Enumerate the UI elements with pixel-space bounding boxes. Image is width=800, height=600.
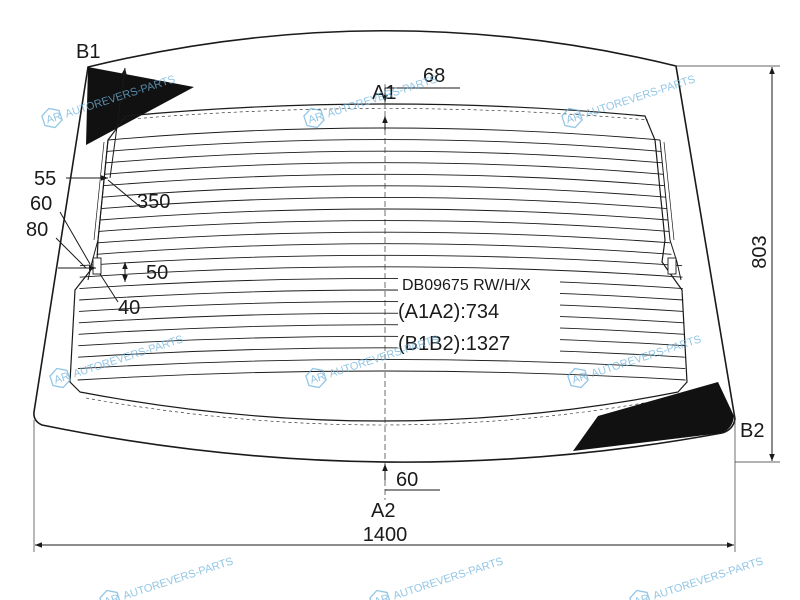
watermark-text: AUTOREVERS-PARTS: [652, 555, 765, 600]
point-a2: A2: [371, 500, 395, 522]
busbar-right: [659, 139, 682, 281]
watermark-badge: [369, 589, 391, 600]
heater-line: [105, 150, 663, 164]
dim-side-60: 60: [30, 193, 52, 215]
part-code: DB09675 RW/H/X: [402, 277, 531, 294]
part-a1a2: (A1A2):734: [398, 301, 499, 323]
heater-line: [78, 324, 685, 335]
watermark-text: AUTOREVERS-PARTS: [122, 555, 235, 600]
busbar-left: [87, 139, 109, 281]
watermark-badge-text: AR: [45, 110, 63, 126]
heater-line: [98, 220, 670, 232]
watermark-badge-text: AR: [53, 370, 71, 386]
watermark-badge: [41, 107, 63, 129]
watermark-badge: [567, 367, 589, 389]
frit-corner-top-left: [86, 67, 194, 145]
heater-line: [78, 335, 685, 347]
heater-line: [79, 254, 683, 267]
watermark-badge: [303, 107, 325, 129]
heater-line: [78, 301, 684, 312]
dim-bracket-50: 50: [146, 262, 168, 284]
heater-line: [103, 173, 665, 187]
heater-line: [101, 196, 667, 210]
heater-line: [77, 358, 686, 370]
watermark-badge-text: AR: [307, 110, 325, 126]
watermark-badge-text: AR: [373, 592, 391, 600]
watermark-text: AUTOREVERS-PARTS: [392, 555, 505, 600]
dim-heater-offset: 350: [137, 191, 170, 213]
dim-bottom-margin: 60: [396, 469, 418, 491]
part-b1b2: (B1B2):1327: [398, 333, 510, 355]
terminal-right: [667, 257, 677, 275]
dim-bracket-40: 40: [118, 297, 140, 319]
dim-height: 803: [749, 235, 771, 268]
dim-side-80: 80: [26, 219, 48, 241]
dim-350-leader: [107, 179, 139, 206]
busbar-right-outer: [663, 141, 675, 241]
heater-line: [78, 312, 684, 324]
watermark-badge-text: AR: [309, 370, 327, 386]
heater-line: [78, 347, 685, 358]
heater-field-outline: [69, 103, 688, 422]
heater-line: [79, 277, 683, 290]
point-b1: B1: [76, 41, 100, 63]
b1-leader: [109, 67, 127, 179]
heater-line: [102, 185, 666, 198]
watermark-badge-text: AR: [565, 110, 583, 126]
point-a1: A1: [372, 82, 396, 104]
heater-line: [79, 266, 683, 278]
heater-line: [104, 162, 664, 175]
dim-top-margin: 68: [423, 65, 445, 87]
heater-line: [106, 139, 662, 152]
heater-line: [97, 231, 671, 244]
watermark-badge-text: AR: [633, 592, 651, 600]
watermark-badge-text: AR: [571, 370, 589, 386]
point-b2: B2: [740, 420, 764, 442]
dim-80-leader: [55, 237, 87, 269]
frit-corner-bottom-right: [573, 382, 734, 451]
heater-line: [96, 243, 672, 255]
heater-line: [99, 208, 669, 221]
watermark-badge: [561, 107, 583, 129]
inner-bottom-dashes: [85, 397, 673, 426]
heater-line: [77, 370, 686, 381]
watermark-badge: [99, 589, 121, 600]
watermark-badge: [49, 367, 71, 389]
dim-width: 1400: [363, 524, 408, 546]
watermark-badge: [629, 589, 651, 600]
watermark-badge: [305, 367, 327, 389]
terminal-left: [92, 257, 102, 275]
inner-top-dashes: [119, 108, 649, 121]
heater-line: [79, 289, 684, 301]
dim-side-55: 55: [34, 168, 56, 190]
busbar-left-outer: [93, 141, 105, 241]
watermark-badge-text: AR: [103, 592, 121, 600]
dim-40-leader: [99, 273, 119, 303]
part-info-bg: [398, 272, 560, 358]
heater-lines: [77, 127, 686, 381]
dim-60-left-leader: [59, 211, 91, 265]
